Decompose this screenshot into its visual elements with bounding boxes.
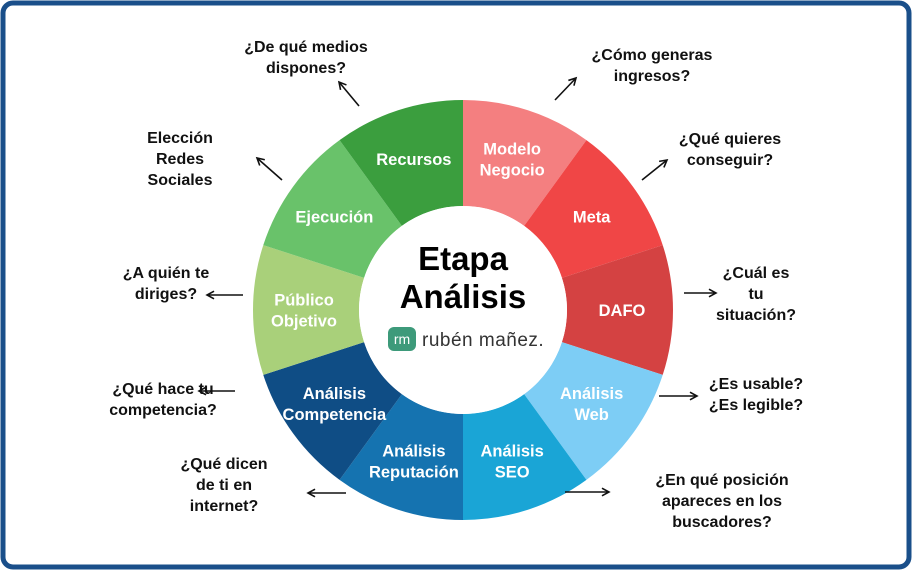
segment-label: Competencia [283, 406, 387, 424]
segment-label: Recursos [376, 151, 451, 169]
arrow-icon [659, 391, 699, 401]
segment-6 [263, 342, 402, 480]
segment-label: Análisis [560, 385, 623, 403]
question-text: ¿Cómo generas [592, 47, 713, 64]
segment-label: Reputación [369, 464, 459, 482]
segment-ring: ModeloNegocioMetaDAFOAnálisisWebAnálisis… [253, 100, 673, 520]
segment-label: Público [274, 292, 334, 310]
segment-label: Negocio [480, 161, 545, 179]
question-text: de ti en [196, 477, 252, 494]
question-text: dispones? [266, 60, 346, 77]
segment-4 [463, 394, 587, 520]
segment-label: Análisis [303, 385, 366, 403]
segment-label: Objetivo [271, 313, 337, 331]
segment-label: DAFO [599, 302, 646, 320]
arrow-icon [337, 80, 360, 107]
segment-1 [524, 140, 663, 278]
arrow-icon [684, 288, 718, 298]
segment-2 [561, 245, 673, 375]
arrow-icon [197, 386, 235, 396]
question-text: ¿A quién te [123, 265, 210, 282]
question-text: ingresos? [614, 68, 690, 85]
question-labels: ¿Cómo generas ingresos? ¿Qué quieres conseg… [109, 39, 803, 531]
question-text: ¿Qué dicen [180, 456, 267, 473]
question-text: ¿Cuál es [723, 265, 790, 282]
question-text: ¿De qué medios [244, 39, 368, 56]
question-text: ¿Es usable? [709, 376, 803, 393]
arrow-icon [641, 158, 669, 181]
question-text: internet? [190, 498, 258, 515]
question-text: ¿En qué posición [655, 472, 788, 489]
segment-7 [253, 245, 365, 375]
logo-mark-text: rm [394, 331, 410, 347]
question-text: ¿Qué hace tu [112, 381, 213, 398]
question-text: Elección [147, 130, 213, 147]
question-text: conseguir? [687, 152, 773, 169]
question-text: Sociales [148, 172, 213, 189]
center-circle [359, 206, 567, 414]
segment-0 [463, 100, 587, 226]
arrow-icon [306, 488, 346, 498]
question-text: competencia? [109, 402, 217, 419]
segment-label: Análisis [480, 443, 543, 461]
question-text: buscadores? [672, 514, 772, 531]
segment-label: Análisis [382, 443, 445, 461]
question-text: tu [748, 286, 763, 303]
logo-mark [388, 327, 416, 351]
segment-3 [524, 342, 663, 480]
segment-8 [263, 140, 402, 278]
segment-label: Modelo [483, 140, 541, 158]
arrows [197, 76, 718, 498]
arrow-icon [255, 156, 283, 181]
center-title-line1: Etapa [418, 240, 509, 277]
question-text: ¿Es legible? [709, 397, 803, 414]
question-text: situación? [716, 307, 796, 324]
question-text: ¿Qué quieres [679, 131, 781, 148]
logo-text: rubén mañez. [422, 330, 544, 351]
segment-5 [339, 394, 463, 520]
segment-label: Ejecución [295, 209, 373, 227]
segment-label: SEO [495, 464, 530, 482]
segment-label: Web [574, 406, 609, 424]
center-hub: Etapa Análisis rm rubén mañez. [359, 206, 567, 414]
arrow-icon [565, 487, 611, 497]
segment-9 [339, 100, 463, 226]
center-title-line2: Análisis [400, 278, 527, 315]
arrow-icon [554, 76, 578, 101]
question-text: Redes [156, 151, 204, 168]
segment-label: Meta [573, 209, 611, 227]
logo: rm rubén mañez. [388, 327, 544, 351]
question-text: diriges? [135, 286, 197, 303]
question-text: apareces en los [662, 493, 782, 510]
arrow-icon [205, 290, 243, 300]
